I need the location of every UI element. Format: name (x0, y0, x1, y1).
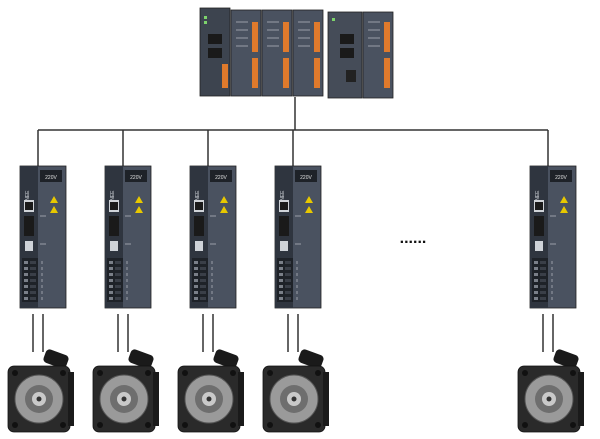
drive-brand-label: SINEE (25, 190, 31, 206)
servo-motor-3 (177, 349, 244, 433)
drive-model-label: 220V (45, 175, 57, 181)
drive-model-label: 220V (130, 175, 142, 181)
warning-icon (560, 196, 568, 203)
warning-icon (50, 206, 58, 213)
warning-icon (305, 206, 313, 213)
warning-icon (135, 196, 143, 203)
drive-model-label: 220V (555, 175, 567, 181)
warning-icon (220, 206, 228, 213)
servo-drive-3: 220V SINEE (189, 165, 237, 309)
drive-brand-label: SINEE (110, 190, 116, 206)
servo-drive-row: 220VSINEE220VSINEE220VSINEE220VSINEE220V… (19, 165, 577, 309)
warning-icon (305, 196, 313, 203)
bus-wiring (37, 97, 549, 166)
servo-drive-5: 220V SINEE (529, 165, 577, 309)
warning-icon (220, 196, 228, 203)
drive-brand-label: SINEE (280, 190, 286, 206)
drive-model-label: 220V (215, 175, 227, 181)
servo-motor-5 (517, 349, 584, 433)
drive-model-label: 220V (300, 175, 312, 181)
servo-motor-4 (262, 349, 329, 433)
servo-drive-1: 220V SINEE (19, 165, 67, 309)
servo-motor-2 (92, 349, 159, 433)
ellipsis-more-drives: ...... (400, 230, 427, 247)
warning-icon (135, 206, 143, 213)
warning-icon (50, 196, 58, 203)
plc-controller (199, 7, 394, 99)
servo-motor-1 (7, 349, 74, 433)
servo-motor-row (7, 314, 584, 433)
drive-brand-label: SINEE (195, 190, 201, 206)
drive-brand-label: SINEE (535, 190, 541, 206)
servo-drive-4: 220V SINEE (274, 165, 322, 309)
warning-icon (560, 206, 568, 213)
servo-drive-2: 220V SINEE (104, 165, 152, 309)
